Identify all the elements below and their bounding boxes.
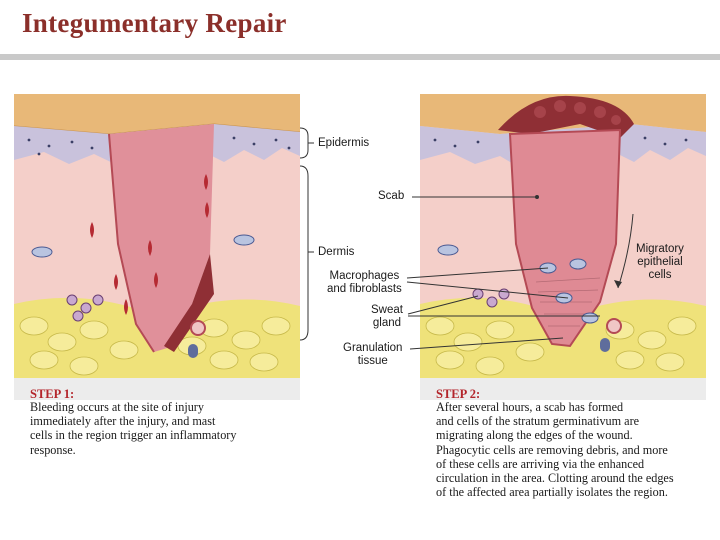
step1-description: Bleeding occurs at the site of injury im… [30, 400, 237, 457]
step2-illustration [420, 94, 706, 378]
macrophages-fibroblasts-label: Macrophages and fibroblasts [327, 270, 402, 295]
title-divider [0, 54, 720, 60]
scab-label: Scab [378, 190, 405, 202]
step1-illustration [14, 94, 300, 378]
step2-header-strip [420, 378, 706, 400]
step2-description: After several hours, a scab has formed a… [436, 400, 674, 500]
sweat-gland-label: Sweat gland [371, 304, 403, 329]
step1-heading: STEP 1: [30, 387, 75, 401]
slide-title: Integumentary Repair [22, 8, 287, 38]
step2-heading: STEP 2: [436, 387, 481, 401]
dermis-label: Dermis [318, 246, 355, 258]
step1-header-strip [14, 378, 300, 400]
migratory-epithelial-cells-label: Migratory epithelial cells [636, 243, 684, 281]
granulation-tissue-label: Granulation tissue [343, 342, 403, 367]
epidermis-label: Epidermis [318, 137, 370, 149]
